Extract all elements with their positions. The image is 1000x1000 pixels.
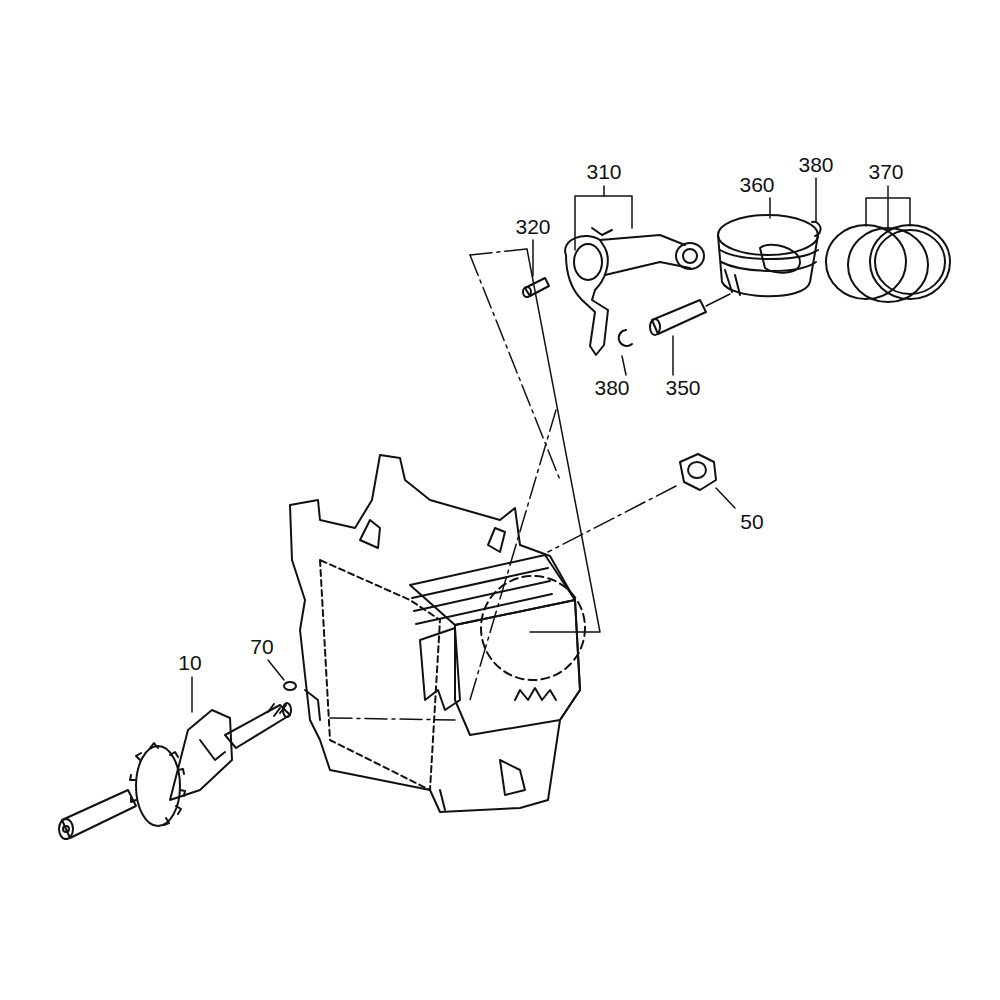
key [284, 682, 296, 690]
piston-pin [650, 294, 730, 335]
callout-number: 360 [737, 173, 776, 196]
bolt [523, 278, 549, 297]
callout-number: 350 [663, 376, 702, 399]
callout-number: 310 [584, 160, 623, 183]
callout-number: 320 [513, 215, 552, 238]
circlip [619, 330, 632, 346]
washer [680, 454, 716, 490]
callout-number: 370 [866, 160, 905, 183]
callout-number: 380 [796, 153, 835, 176]
callout-number: 70 [248, 635, 275, 658]
callout-number: 380 [592, 376, 631, 399]
piston-rings [826, 225, 950, 302]
piston [718, 215, 818, 296]
callout-number: 50 [738, 510, 765, 533]
cylinder-fins [410, 555, 585, 735]
crankshaft [59, 703, 291, 839]
connecting-rod [565, 228, 704, 355]
callout-number: 10 [176, 651, 203, 674]
center-line [330, 249, 676, 720]
crankcase [290, 455, 580, 812]
